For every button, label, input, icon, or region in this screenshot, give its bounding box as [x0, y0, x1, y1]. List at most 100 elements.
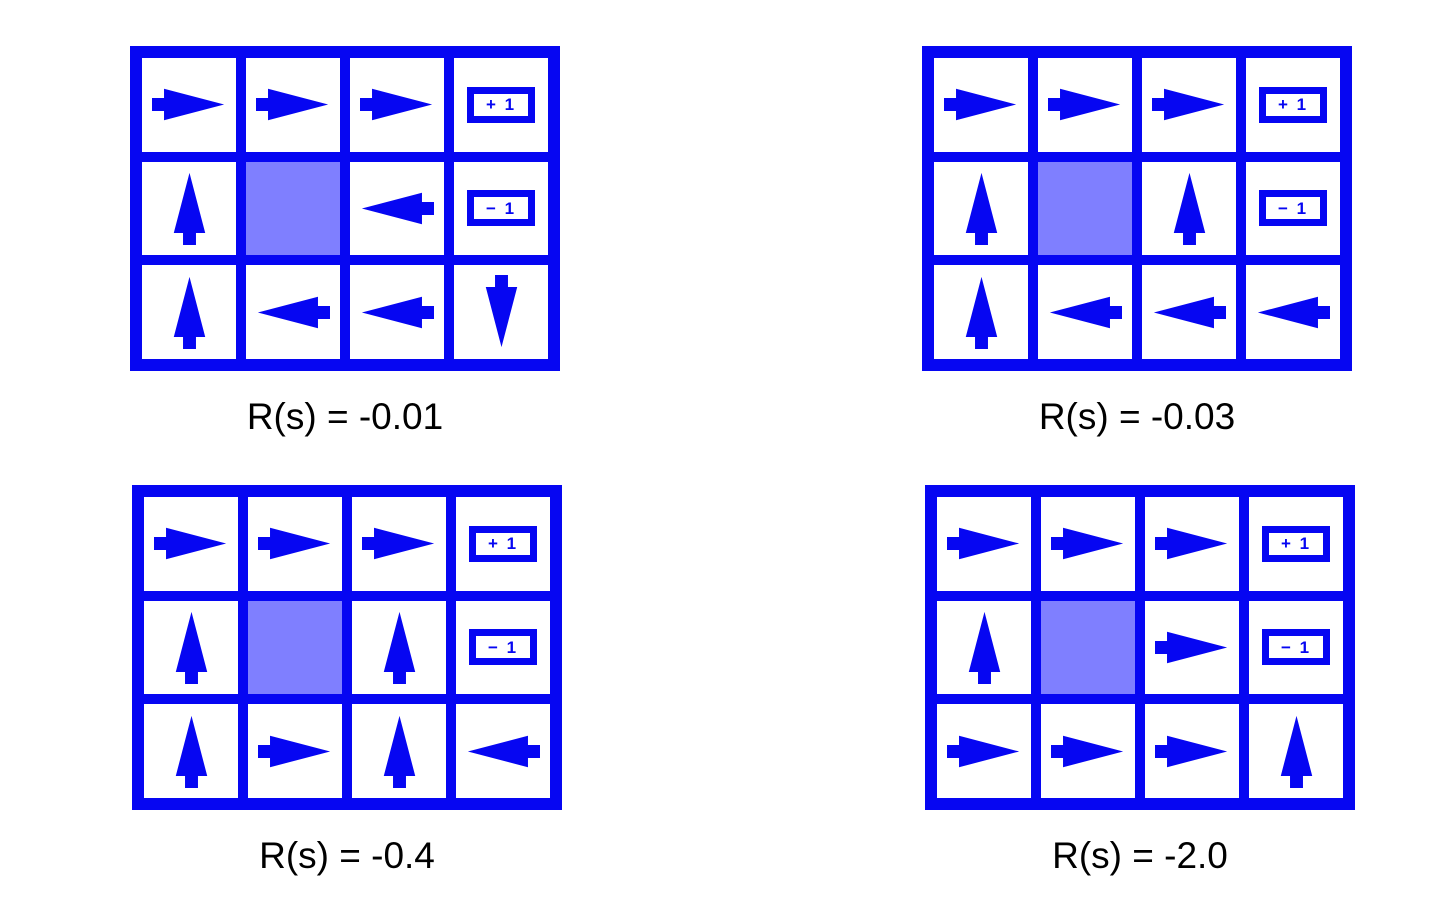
- arrow-up-icon: [968, 612, 1000, 685]
- policy-cell: [1249, 704, 1343, 798]
- arrow-right-icon: [1152, 89, 1225, 121]
- policy-cell: [246, 58, 340, 152]
- obstacle-cell: [1041, 600, 1135, 695]
- obstacle-cell: [246, 161, 340, 256]
- terminal-minus-one-cell: − 1: [1249, 600, 1343, 695]
- policy-cell: [144, 497, 238, 591]
- arrow-up-icon: [965, 173, 997, 246]
- arrow-left-icon: [467, 735, 540, 767]
- policy-cell: [352, 497, 446, 591]
- policy-cell: [1142, 265, 1236, 359]
- terminal-minus-one-box: − 1: [1262, 629, 1330, 666]
- arrow-right-icon: [944, 89, 1017, 121]
- policy-cell: [142, 265, 236, 359]
- arrow-right-icon: [258, 735, 331, 767]
- arrow-left-icon: [1153, 296, 1226, 328]
- arrow-right-icon: [947, 528, 1020, 560]
- arrow-right-icon: [152, 89, 225, 121]
- policy-cell: [1038, 58, 1132, 152]
- arrow-left-icon: [257, 296, 330, 328]
- reward-label-2: R(s) = -0.03: [1038, 396, 1236, 437]
- policy-cell: [350, 161, 444, 256]
- arrow-right-icon: [258, 528, 331, 560]
- policy-cell: [144, 600, 238, 695]
- policy-cell: [934, 265, 1028, 359]
- policy-cell: [1246, 265, 1340, 359]
- terminal-plus-one-cell: + 1: [456, 497, 550, 591]
- arrow-right-icon: [1155, 528, 1228, 560]
- arrow-up-icon: [1173, 173, 1205, 246]
- policy-cell: [1038, 265, 1132, 359]
- arrow-right-icon: [256, 89, 329, 121]
- arrow-right-icon: [1051, 528, 1124, 560]
- policy-cell: [1041, 497, 1135, 591]
- policy-cell: [246, 265, 340, 359]
- terminal-plus-one-box: + 1: [467, 86, 535, 123]
- reward-label-3: R(s) = -0.4: [259, 835, 435, 876]
- arrow-right-icon: [1155, 735, 1228, 767]
- policy-cell: [1145, 600, 1239, 695]
- arrow-down-icon: [485, 275, 517, 348]
- policy-cell: [934, 58, 1028, 152]
- terminal-minus-one-cell: − 1: [1246, 161, 1340, 256]
- terminal-plus-one-box: + 1: [1259, 86, 1327, 123]
- terminal-minus-one-box: − 1: [1259, 190, 1327, 227]
- arrow-right-icon: [154, 528, 227, 560]
- terminal-minus-one-cell: − 1: [456, 600, 550, 695]
- arrow-right-icon: [362, 528, 435, 560]
- terminal-plus-one-box: + 1: [469, 525, 537, 562]
- policy-grid-2: + 1 − 1: [922, 46, 1352, 371]
- arrow-right-icon: [360, 89, 433, 121]
- obstacle-cell: [1038, 161, 1132, 256]
- policy-cell: [142, 58, 236, 152]
- reward-label-4: R(s) = -2.0: [1052, 835, 1228, 876]
- terminal-plus-one-cell: + 1: [1249, 497, 1343, 591]
- policy-cell: [248, 497, 342, 591]
- policy-cell: [937, 704, 1031, 798]
- policy-cell: [1145, 704, 1239, 798]
- terminal-minus-one-cell: − 1: [454, 161, 548, 256]
- policy-cell: [1142, 58, 1236, 152]
- policy-grid-3: + 1 − 1: [132, 485, 562, 810]
- policy-cell: [144, 704, 238, 798]
- policy-cell: [1145, 497, 1239, 591]
- arrow-up-icon: [173, 173, 205, 246]
- policy-cell: [937, 497, 1031, 591]
- arrow-left-icon: [1257, 296, 1330, 328]
- arrow-up-icon: [965, 277, 997, 350]
- policy-panel-3: + 1 − 1 R(s) = -0.4: [132, 485, 562, 877]
- arrow-up-icon: [383, 612, 415, 685]
- reward-label-1: R(s) = -0.01: [246, 396, 444, 437]
- arrow-left-icon: [361, 296, 434, 328]
- policy-cell: [934, 161, 1028, 256]
- policy-panel-2: + 1 − 1 R(s) = -0.03: [922, 46, 1352, 438]
- policy-cell: [350, 265, 444, 359]
- policy-cell: [937, 600, 1031, 695]
- policy-cell: [350, 58, 444, 152]
- terminal-plus-one-cell: + 1: [454, 58, 548, 152]
- policy-panel-4: + 1 − 1 R(s) = -2.0: [925, 485, 1355, 877]
- arrow-left-icon: [361, 192, 434, 225]
- policy-cell: [142, 161, 236, 256]
- arrow-left-icon: [1049, 296, 1122, 328]
- arrow-right-icon: [1051, 735, 1124, 767]
- policy-cell: [352, 704, 446, 798]
- terminal-plus-one-cell: + 1: [1246, 58, 1340, 152]
- arrow-up-icon: [1280, 716, 1312, 789]
- policy-grid-1: + 1 − 1: [130, 46, 560, 371]
- arrow-right-icon: [947, 735, 1020, 767]
- arrow-up-icon: [175, 612, 207, 685]
- policy-panel-1: + 1 − 1 R(s) = -0.01: [130, 46, 560, 438]
- arrow-up-icon: [173, 277, 205, 350]
- obstacle-cell: [248, 600, 342, 695]
- policy-cell: [1041, 704, 1135, 798]
- policy-cell: [248, 704, 342, 798]
- arrow-right-icon: [1155, 631, 1228, 664]
- terminal-plus-one-box: + 1: [1262, 525, 1330, 562]
- arrow-up-icon: [383, 716, 415, 789]
- policy-cell: [1142, 161, 1236, 256]
- arrow-right-icon: [1048, 89, 1121, 121]
- terminal-minus-one-box: − 1: [469, 629, 537, 666]
- terminal-minus-one-box: − 1: [467, 190, 535, 227]
